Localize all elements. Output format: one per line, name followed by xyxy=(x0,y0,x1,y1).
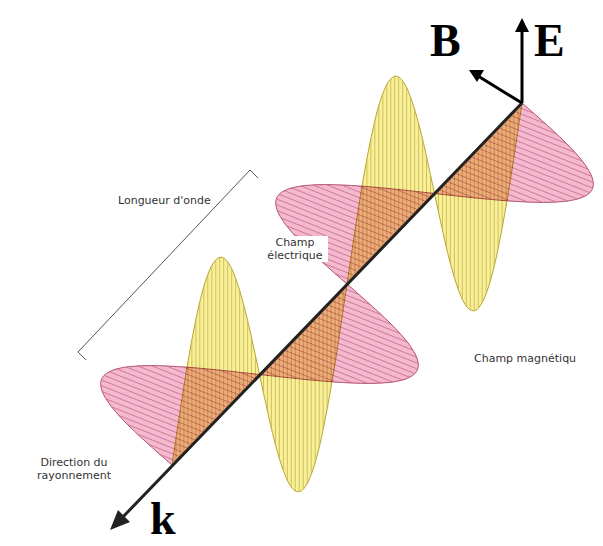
electric-hatch xyxy=(247,320,248,386)
electric-hatch xyxy=(414,109,415,214)
electric-hatch xyxy=(358,205,359,272)
electric-hatch xyxy=(199,302,200,437)
electric-hatch xyxy=(211,266,212,424)
electric-hatch xyxy=(267,366,268,411)
electric-hatch xyxy=(466,161,467,307)
electric-hatch xyxy=(510,115,511,182)
electric-hatch xyxy=(355,231,356,276)
electric-hatch xyxy=(251,338,252,383)
electric-hatch xyxy=(502,124,503,229)
electric-hatch xyxy=(366,159,367,264)
electric-hatch xyxy=(180,412,181,457)
electric-hatch xyxy=(418,124,419,211)
electric-hatch xyxy=(291,342,292,488)
electric-hatch xyxy=(219,257,220,415)
electric-hatch xyxy=(319,313,320,448)
magnetic-field-label: Champ magnétiqu xyxy=(472,352,578,365)
electric-hatch xyxy=(390,79,391,239)
electric-hatch xyxy=(343,288,344,311)
electric-hatch xyxy=(187,362,188,449)
electric-hatch xyxy=(518,107,519,130)
electric-hatch xyxy=(311,321,312,475)
electric-hatch xyxy=(223,258,224,412)
electric-hatch xyxy=(470,157,471,311)
electric-hatch xyxy=(506,120,507,207)
electric-hatch xyxy=(426,157,427,202)
electric-hatch xyxy=(386,85,387,243)
electric-hatch xyxy=(327,305,328,410)
electric-hatch xyxy=(307,325,308,483)
wavelength-label: Longueur d'onde xyxy=(118,194,211,207)
wavelength-bracket xyxy=(78,170,258,360)
electric-hatch xyxy=(335,296,336,363)
electric-hatch xyxy=(410,97,411,218)
electric-hatch xyxy=(462,165,463,300)
electric-hatch xyxy=(486,140,487,294)
electric-hatch xyxy=(287,346,288,481)
electric-hatch xyxy=(339,292,340,337)
electric-hatch xyxy=(299,333,300,491)
electric-hatch xyxy=(303,329,304,489)
electric-hatch xyxy=(235,278,236,399)
electric-hatch xyxy=(394,76,395,234)
electric-hatch xyxy=(295,338,296,492)
electric-hatch xyxy=(239,290,240,395)
electric-hatch xyxy=(279,354,280,459)
electric-hatch xyxy=(331,301,332,388)
electric-hatch xyxy=(370,138,371,259)
electric-hatch xyxy=(430,175,431,198)
electric-hatch xyxy=(406,88,407,223)
electric-hatch xyxy=(275,358,276,445)
electric-hatch xyxy=(215,260,216,420)
electric-hatch xyxy=(323,309,324,430)
wave-vector-label: k xyxy=(150,496,176,542)
electric-hatch xyxy=(446,181,447,247)
electric-hatch xyxy=(176,438,177,461)
electric-lobe xyxy=(172,257,260,465)
propagation-axis xyxy=(110,103,522,530)
electric-hatch xyxy=(207,275,208,429)
electric-hatch xyxy=(454,173,455,278)
electric-hatch xyxy=(351,257,352,280)
direction-label: Direction du rayonnement xyxy=(26,456,122,482)
electric-hatch xyxy=(438,189,439,212)
electric-lobe xyxy=(347,76,435,284)
electric-hatch xyxy=(263,370,264,393)
electric-hatch xyxy=(402,81,403,227)
electric-hatch xyxy=(195,319,196,440)
electric-hatch xyxy=(378,106,379,252)
electric-hatch xyxy=(482,144,483,302)
electric-hatch xyxy=(382,94,383,248)
electric-hatch xyxy=(283,350,284,471)
electric-hatch xyxy=(227,262,228,408)
electric-hatch xyxy=(191,340,192,445)
electric-vector-label: E xyxy=(534,18,565,64)
field-vectors xyxy=(469,18,529,103)
electric-hatch xyxy=(498,128,499,249)
electric-hatch xyxy=(315,317,316,463)
electric-hatch xyxy=(450,177,451,264)
electric-hatch xyxy=(478,148,479,308)
magnetic-vector-label: B xyxy=(430,18,461,64)
electric-hatch xyxy=(255,356,256,379)
electric-hatch xyxy=(490,136,491,282)
electric-field-label: Champ électrique xyxy=(262,236,328,262)
electric-hatch xyxy=(494,132,495,267)
electric-lobe xyxy=(260,284,348,492)
electric-hatch xyxy=(422,139,423,205)
electric-hatch xyxy=(271,362,272,428)
electric-hatch xyxy=(203,287,204,433)
electric-hatch xyxy=(231,269,232,404)
electric-hatch xyxy=(362,181,363,268)
electric-hatch xyxy=(442,185,443,230)
electric-hatch xyxy=(458,169,459,290)
electric-hatch xyxy=(474,152,475,310)
electric-hatch xyxy=(243,305,244,392)
electric-hatch xyxy=(183,386,184,453)
electric-hatch xyxy=(374,121,375,256)
electric-hatch xyxy=(398,77,399,231)
electric-hatch xyxy=(514,111,515,156)
electric-lobe xyxy=(435,103,523,311)
